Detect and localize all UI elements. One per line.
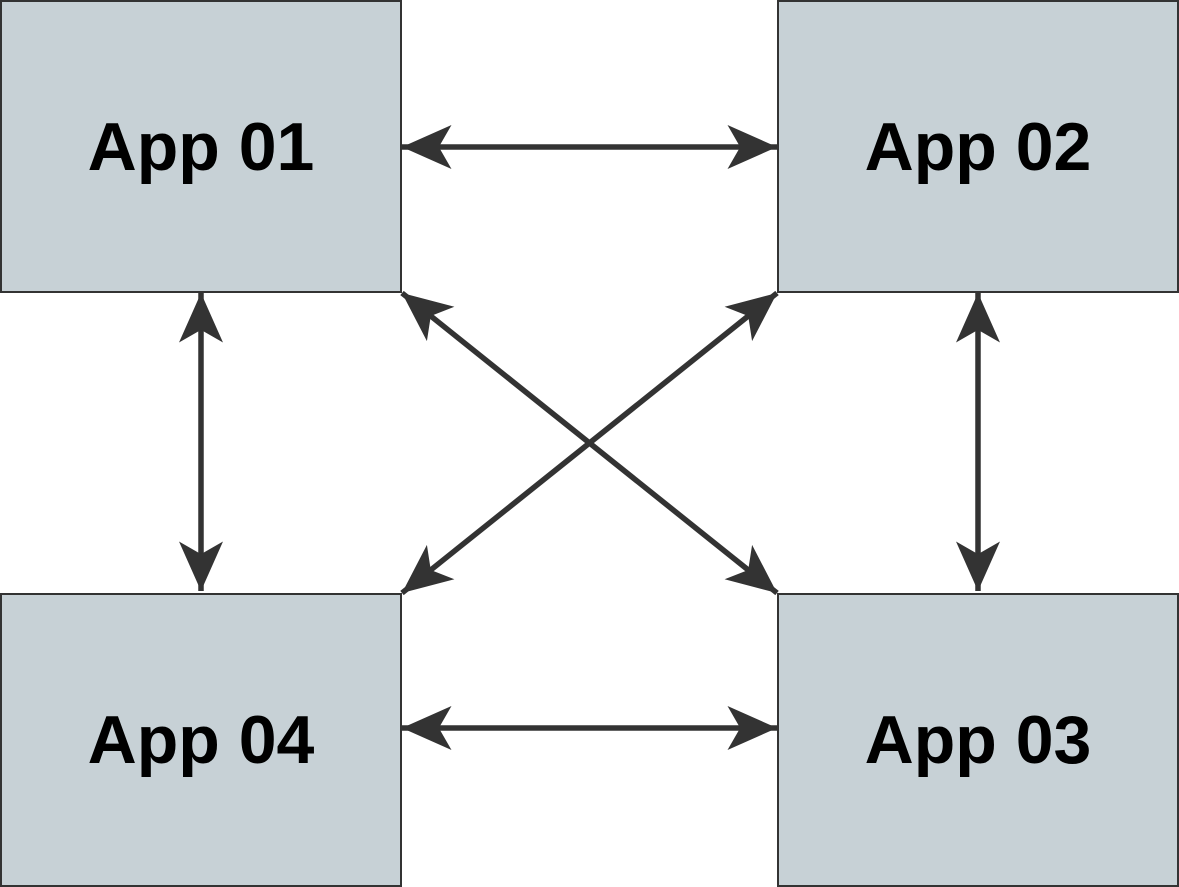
- node-app-04[interactable]: App 04: [0, 593, 402, 887]
- node-label: App 01: [87, 108, 315, 185]
- node-app-03[interactable]: App 03: [777, 593, 1179, 887]
- node-app-02[interactable]: App 02: [777, 0, 1179, 293]
- edge-app02-app04: [400, 290, 779, 596]
- node-label: App 04: [87, 702, 315, 778]
- node-label: App 03: [864, 702, 1092, 778]
- node-app-01[interactable]: App 01: [0, 0, 402, 293]
- node-label: App 02: [864, 108, 1092, 185]
